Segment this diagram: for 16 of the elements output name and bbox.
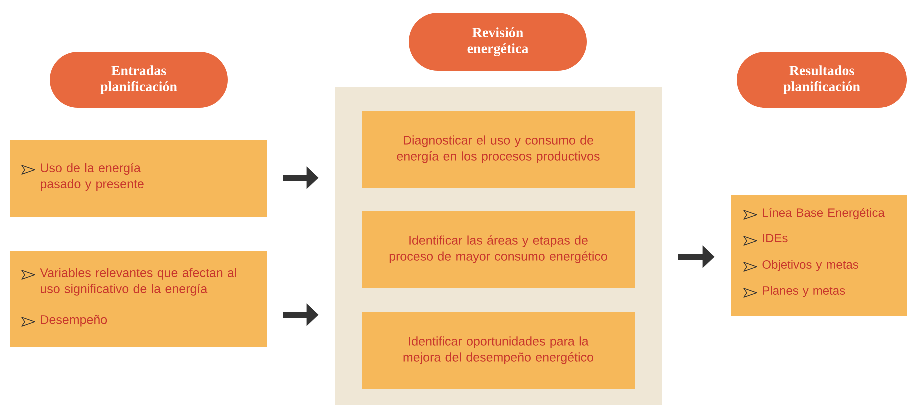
step-box: Identificar oportunidades para la mejora del desempeño energético <box>362 312 635 389</box>
list-item: Variables relevantes que afectan al uso significativo de la energía <box>40 268 236 296</box>
heading-pill: Resultados planificación <box>737 52 907 108</box>
list-item: Línea Base Energética <box>763 208 885 220</box>
list-item: Planes y metas <box>763 286 846 298</box>
list-box <box>10 251 267 347</box>
list-item: IDEs <box>763 234 788 243</box>
heading-pill: Revisión energética <box>409 13 587 71</box>
step-box: Diagnosticar el uso y consumo de energía en los procesos productivos <box>362 111 635 188</box>
step-box: Identificar las áreas y etapas de proceso de mayor consumo energético <box>362 211 635 288</box>
list-item: Uso de la energía pasado y presente <box>41 163 144 191</box>
list-item: Desempeño <box>41 315 108 327</box>
list-item: Objetivos y metas <box>762 260 858 272</box>
list-box <box>731 195 907 316</box>
heading-pill: Entradas planificación <box>50 52 228 108</box>
list-box <box>10 140 267 217</box>
